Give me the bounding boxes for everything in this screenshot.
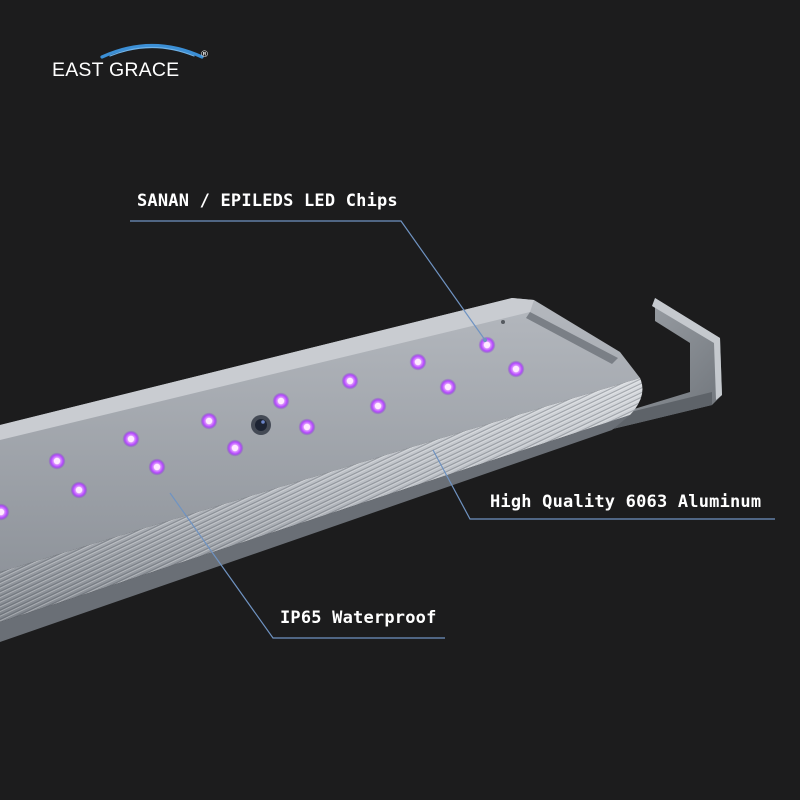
led-chip-icon	[507, 360, 525, 378]
led-chip-icon	[272, 392, 290, 410]
led-chips	[0, 336, 525, 521]
callout-label-waterproof: IP65 Waterproof	[280, 608, 437, 628]
callout-anchor-chips	[482, 337, 488, 343]
mounting-bracket	[598, 298, 722, 432]
led-chip-icon	[369, 397, 387, 415]
led-chip-icon	[409, 353, 427, 371]
callout-label-chips: SANAN / EPILEDS LED Chips	[137, 191, 398, 211]
led-chip-icon	[341, 372, 359, 390]
aluminum-side	[0, 378, 643, 642]
sensor-icon	[251, 415, 271, 435]
logo-arc-icon	[100, 43, 204, 59]
led-chip-icon	[226, 439, 244, 457]
callout-lines	[130, 220, 775, 639]
led-chip-icon	[48, 452, 66, 470]
led-chip-icon	[122, 430, 140, 448]
callout-label-aluminum: High Quality 6063 Aluminum	[490, 492, 762, 512]
screw-icon	[501, 320, 505, 324]
led-chip-icon	[298, 418, 316, 436]
callout-line-aluminum	[432, 449, 775, 520]
led-chip-icon	[148, 458, 166, 476]
led-chip-icon	[0, 503, 10, 521]
registered-mark: ®	[200, 50, 209, 60]
led-chip-icon	[70, 481, 88, 499]
callout-line-chips	[130, 220, 486, 341]
led-chip-icon	[478, 336, 496, 354]
led-panel	[0, 298, 640, 572]
callout-line-waterproof	[169, 492, 445, 639]
brand-logo: EAST GRACE ®	[52, 40, 222, 84]
brand-name: EAST GRACE	[52, 59, 180, 81]
led-chip-icon	[200, 412, 218, 430]
led-chip-icon	[439, 378, 457, 396]
